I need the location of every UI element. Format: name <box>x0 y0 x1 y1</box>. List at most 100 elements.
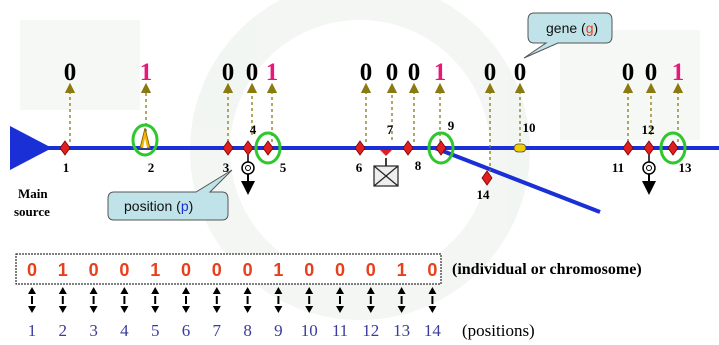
node-label: 12 <box>642 122 655 137</box>
mapping-arrow <box>397 287 406 313</box>
chromosome-bit: 1 <box>150 260 160 280</box>
node-3: 03 <box>222 59 235 175</box>
node-14: 0 14 <box>477 59 497 202</box>
valve-icon <box>435 140 447 156</box>
node-label: 4 <box>250 122 257 137</box>
position-number: 14 <box>424 321 442 340</box>
selected-highlight <box>427 131 455 165</box>
valve-icon <box>59 140 71 156</box>
node-10: 0 10 <box>513 59 536 153</box>
node-label: 11 <box>612 160 624 175</box>
selected-highlight <box>254 131 282 165</box>
branch-pipeline <box>434 146 601 214</box>
positions-label: (positions) <box>462 321 535 340</box>
gene-callout-prefix: gene ( <box>546 20 586 36</box>
position-number: 5 <box>151 321 160 340</box>
node-5: 15 <box>254 59 287 175</box>
chromosome-bit: 0 <box>304 260 314 280</box>
regulator-icon <box>642 140 656 195</box>
node-2: 12 <box>131 59 159 175</box>
chromosome-label: (individual or chromosome) <box>452 261 642 278</box>
regulator-icon <box>241 140 255 195</box>
svg-text:gene (g): gene (g) <box>546 20 598 36</box>
gene-bit-value: 1 <box>434 59 447 86</box>
position-callout-letter: p <box>181 198 189 214</box>
gene-bit-value: 0 <box>386 59 399 86</box>
node-7: 07 <box>373 59 399 187</box>
valve-icon <box>667 140 679 156</box>
chromosome-bit: 0 <box>181 260 191 280</box>
mapping-arrow <box>89 287 98 313</box>
tank-valve-icon <box>373 150 399 187</box>
gene-bit-value: 0 <box>360 59 373 86</box>
mapping-arrow <box>151 287 160 313</box>
position-callout-prefix: position ( <box>124 198 181 214</box>
gene-callout-suffix: ) <box>594 20 599 36</box>
mapping-arrow <box>120 287 129 313</box>
gene-bit-value: 0 <box>514 59 527 86</box>
node-label: 14 <box>477 187 491 202</box>
gene-bit-value: 0 <box>645 59 658 86</box>
valve-icon <box>622 140 634 156</box>
valve-icon <box>222 140 234 156</box>
chromosome-bit: 0 <box>366 260 376 280</box>
position-number: 10 <box>301 321 318 340</box>
node-label: 7 <box>387 122 394 137</box>
node-label: 5 <box>280 160 287 175</box>
node-6: 06 <box>354 59 373 175</box>
chromosome-bit: 0 <box>89 260 99 280</box>
node-12: 0 12 <box>642 59 658 195</box>
node-9: 19 <box>427 59 455 165</box>
node-label: 2 <box>148 160 155 175</box>
node-1: 01 <box>59 59 77 175</box>
position-number: 4 <box>120 321 129 340</box>
mapping-arrow <box>336 287 344 313</box>
gene-bit-value: 0 <box>246 59 259 86</box>
node-label: 6 <box>356 160 363 175</box>
mapping-arrow <box>182 287 190 313</box>
position-callout-suffix: ) <box>189 198 194 214</box>
position-number: 9 <box>274 321 283 340</box>
mapping-arrow <box>274 287 283 313</box>
node-label: 13 <box>679 160 693 175</box>
burner-icon <box>139 127 151 149</box>
main-source-label-line1: Main <box>18 186 48 201</box>
node-13: 113 <box>659 59 693 175</box>
valve-icon <box>262 140 274 156</box>
chromosome-bit: 1 <box>58 260 68 280</box>
main-source-icon <box>10 126 52 170</box>
node-label: 1 <box>63 160 70 175</box>
position-number: 1 <box>28 321 37 340</box>
gene-bit-value: 0 <box>484 59 497 86</box>
gene-bit-value: 1 <box>266 59 279 86</box>
node-label: 3 <box>223 160 230 175</box>
svg-text:position (p): position (p) <box>124 198 193 214</box>
gene-callout-letter: g <box>586 20 594 36</box>
position-number: 11 <box>332 321 348 340</box>
mapping-arrow <box>243 287 252 313</box>
selected-highlight <box>659 131 687 165</box>
node-8: 08 <box>402 59 422 173</box>
chromosome-bit: 0 <box>212 260 222 280</box>
gene-bit-value: 0 <box>222 59 235 86</box>
mapping-arrow <box>305 287 314 313</box>
chromosome-bit: 1 <box>397 260 407 280</box>
mapping-arrow <box>28 287 36 313</box>
valve-icon <box>354 140 366 156</box>
gene-bit-value: 1 <box>140 59 153 86</box>
capsule-valve-icon <box>513 143 527 153</box>
chromosome-bit: 0 <box>243 260 253 280</box>
position-number: 12 <box>362 321 379 340</box>
position-number: 7 <box>213 321 222 340</box>
chromosome-bit: 0 <box>335 260 345 280</box>
valve-icon <box>481 170 493 186</box>
chromosome-box <box>15 253 442 285</box>
position-number: 2 <box>59 321 68 340</box>
gene-bit-value: 0 <box>64 59 77 86</box>
mapping-arrow <box>212 287 221 313</box>
valve-icon <box>402 140 414 156</box>
node-label: 10 <box>523 120 536 135</box>
mapping-arrow <box>58 287 67 313</box>
position-number: 6 <box>182 321 191 340</box>
chromosome-bit: 1 <box>273 260 283 280</box>
